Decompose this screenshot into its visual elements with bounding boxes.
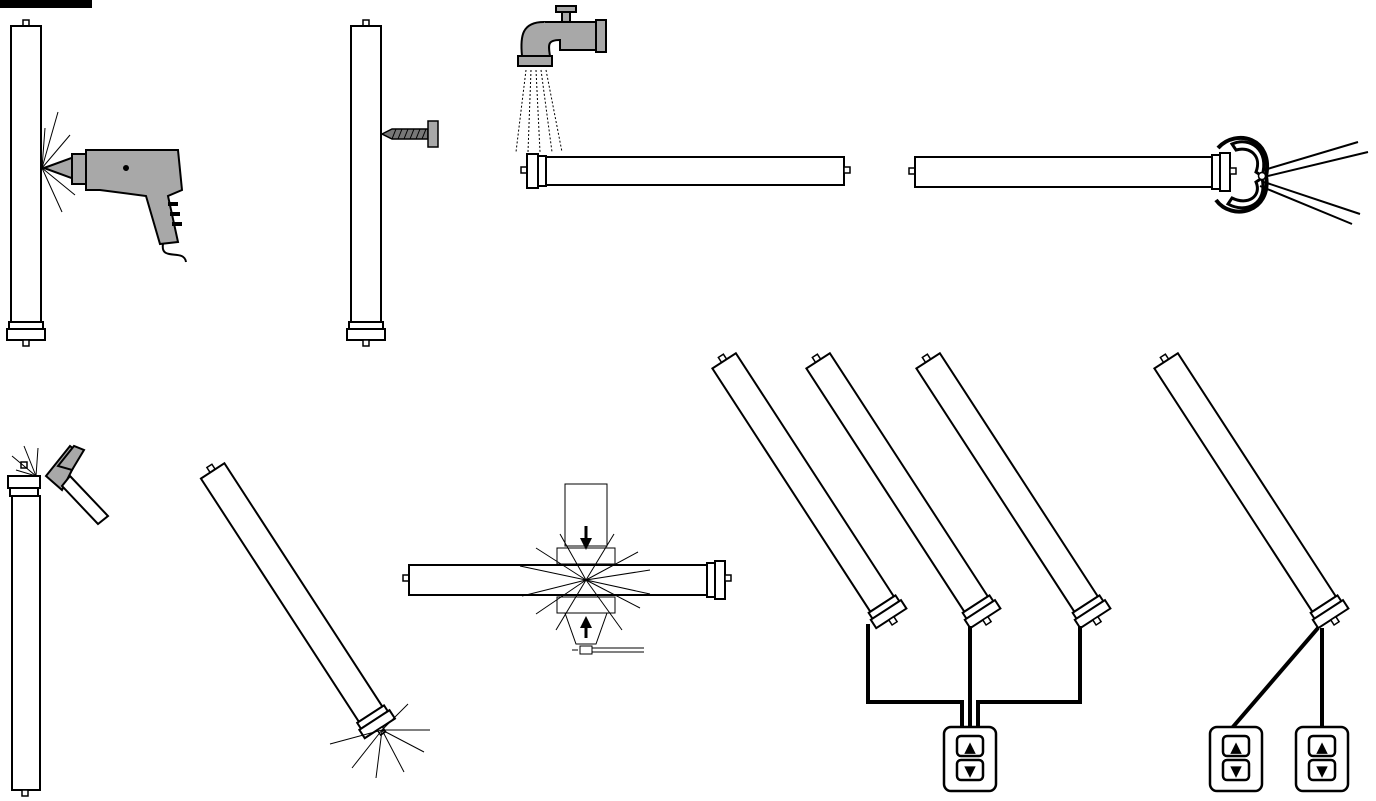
- wall-switch: ▲ ▼: [942, 725, 998, 793]
- switch-down-symbol: ▼: [1230, 762, 1242, 780]
- impact-lines: [11, 445, 39, 477]
- switch-down-symbol: ▼: [1316, 762, 1328, 780]
- panel-do-not-drop: [199, 461, 397, 740]
- motor-tube-angled: [199, 461, 397, 740]
- wall-switch: ▲ ▼: [1208, 725, 1264, 793]
- impact-lines: [329, 703, 430, 779]
- wall-switch: ▲ ▼: [1294, 725, 1350, 793]
- motor-tube-vertical: [6, 19, 46, 347]
- press-lower-jaw: [556, 596, 644, 655]
- motor-tube-angled: [711, 351, 908, 630]
- motor-tube-angled: [915, 351, 1112, 630]
- press-upper-jaw: [556, 483, 616, 565]
- panel-no-multiple-motors-on-one-switch: ▲ ▼: [711, 351, 1112, 793]
- motor-tube-angled: [805, 351, 1002, 630]
- switch-up-symbol: ▲: [1230, 738, 1242, 756]
- impact-lines: [519, 533, 651, 631]
- panel-no-drilling: [6, 19, 187, 347]
- panel-no-multiple-switches-on-one-motor: ▲ ▼ ▲ ▼: [1153, 351, 1350, 793]
- screw-icon: [380, 120, 439, 148]
- switch-up-symbol: ▲: [964, 738, 976, 756]
- motor-tube-angled: [1153, 351, 1350, 630]
- switch-up-symbol: ▲: [1316, 738, 1328, 756]
- motor-tube-vertical: [7, 461, 41, 797]
- switch-down-symbol: ▼: [964, 762, 976, 780]
- pliers-icon: [1214, 135, 1369, 225]
- hammer-icon: [44, 444, 110, 526]
- motor-tube-horizontal: [402, 560, 732, 600]
- panel-no-nails-or-screws: [346, 19, 439, 347]
- corner-marker-bar: [0, 0, 92, 8]
- wiring-lines: [1230, 626, 1324, 730]
- motor-tube-horizontal: [520, 153, 851, 189]
- water-spray-lines: [515, 69, 563, 153]
- impact-lines: [41, 111, 76, 213]
- panel-no-water: [515, 5, 851, 189]
- motor-tube-vertical: [346, 19, 386, 347]
- motor-tube-horizontal: [908, 152, 1237, 192]
- panel-no-crushing: [402, 483, 732, 655]
- panel-no-hammering: [7, 444, 110, 797]
- drill-icon: [41, 149, 187, 263]
- wiring-lines: [866, 624, 1082, 728]
- faucet-icon: [517, 5, 607, 67]
- panel-no-clamping-with-pliers: [908, 135, 1369, 225]
